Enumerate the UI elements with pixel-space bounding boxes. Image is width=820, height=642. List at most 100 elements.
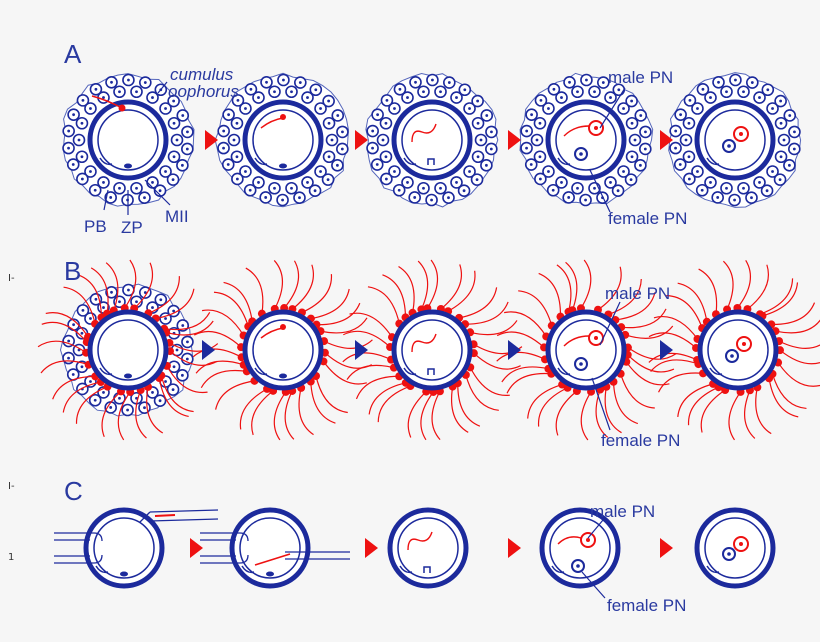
sperm-tail	[431, 390, 441, 441]
sperm-injected	[254, 553, 291, 566]
sperm-tail	[615, 292, 656, 321]
label-cumulus: cumulus	[170, 65, 234, 84]
cell-nucleus	[696, 170, 699, 173]
sperm-tail	[193, 331, 242, 348]
cell-nucleus	[232, 138, 236, 142]
sperm-tail	[273, 391, 287, 441]
cell-nucleus	[135, 90, 138, 94]
sperm-tail	[407, 391, 427, 438]
cell-nucleus	[622, 170, 625, 173]
cell-nucleus	[560, 181, 563, 184]
sperm-tail	[580, 391, 592, 441]
cell-nucleus	[455, 181, 458, 184]
cell-nucleus	[80, 331, 84, 335]
cell-nucleus	[385, 98, 389, 102]
cell-nucleus	[109, 196, 113, 199]
cell-nucleus	[701, 87, 705, 91]
sperm-tail	[597, 266, 622, 311]
sperm-tail	[555, 390, 578, 436]
cell-nucleus	[94, 87, 98, 91]
cell-nucleus	[725, 90, 728, 94]
polar-body	[706, 157, 720, 166]
sperm-tail	[677, 383, 714, 417]
cell-nucleus	[779, 155, 783, 159]
sperm-tail	[744, 390, 756, 439]
cell-nucleus	[81, 98, 85, 102]
sperm-tail	[687, 386, 719, 426]
cell-nucleus	[186, 130, 189, 134]
cell-nucleus	[742, 186, 745, 190]
cell-nucleus	[468, 170, 471, 173]
sperm-tail	[368, 382, 406, 415]
cell-nucleus	[584, 198, 587, 202]
cell-nucleus	[222, 129, 226, 133]
sperm-tail	[612, 381, 639, 425]
cell-nucleus	[158, 399, 162, 403]
sperm-tail	[538, 272, 562, 317]
mii-spindle-icon	[124, 163, 132, 169]
arrow-icon	[660, 340, 673, 360]
cell-nucleus	[89, 317, 92, 320]
sperm-tail	[648, 352, 698, 363]
sperm-tail	[563, 335, 590, 347]
cell-nucleus	[186, 340, 189, 344]
oocyte	[242, 309, 324, 391]
sperm-tail	[342, 352, 392, 363]
label-oophorus: oophorus	[168, 82, 239, 101]
sperm-tail	[458, 287, 498, 319]
polar-body	[99, 157, 113, 166]
cell-nucleus	[679, 113, 683, 117]
cell-nucleus	[384, 155, 388, 159]
cell-nucleus	[530, 113, 534, 117]
cell-nucleus	[439, 186, 442, 190]
cell-nucleus	[159, 298, 163, 302]
cell-nucleus	[281, 198, 284, 202]
injection-needle	[139, 509, 219, 523]
label-male-pn-b: male PN	[605, 284, 670, 303]
cell-nucleus	[674, 129, 678, 133]
cell-nucleus	[319, 107, 322, 110]
sperm-tail	[747, 264, 769, 310]
sperm-tail	[213, 291, 249, 327]
cell-nucleus	[264, 196, 268, 199]
sperm-tail	[621, 308, 667, 329]
sperm-tail	[169, 350, 218, 366]
cell-nucleus	[89, 107, 92, 110]
cell-nucleus	[771, 107, 774, 110]
sperm-tail	[310, 381, 336, 424]
cell-nucleus	[552, 87, 556, 91]
cell-nucleus	[298, 81, 302, 84]
sperm-tail	[648, 332, 697, 349]
cell-nucleus	[644, 130, 647, 134]
oocyte-membrane	[252, 319, 314, 381]
cell-nucleus	[327, 121, 331, 125]
polar-body	[399, 565, 413, 574]
sperm-tail	[283, 260, 300, 309]
polar-body	[557, 157, 571, 166]
sperm-tail	[52, 375, 96, 400]
cropped-text-fragment: 1	[8, 552, 14, 563]
second-polar-body	[427, 158, 435, 165]
cell-nucleus	[490, 130, 493, 134]
sperm-tail	[41, 321, 88, 343]
cell-nucleus	[172, 121, 176, 125]
polar-body	[709, 367, 723, 376]
arrow-icon	[190, 538, 203, 558]
cell-nucleus	[127, 78, 130, 82]
oocyte	[694, 99, 776, 181]
polar-body	[557, 367, 571, 376]
sperm-tail	[620, 373, 655, 409]
cell-nucleus	[609, 96, 612, 99]
sperm-cluster	[496, 259, 677, 441]
oocyte	[539, 507, 621, 589]
cell-nucleus	[788, 114, 792, 117]
cell-nucleus	[306, 96, 309, 99]
cell-nucleus	[235, 121, 239, 125]
oocyte	[229, 507, 311, 589]
sperm-tail	[722, 260, 734, 310]
sperm-tail	[556, 264, 572, 312]
cell-nucleus	[462, 189, 466, 193]
sperm-tail	[728, 391, 742, 441]
cell-nucleus	[80, 155, 84, 159]
